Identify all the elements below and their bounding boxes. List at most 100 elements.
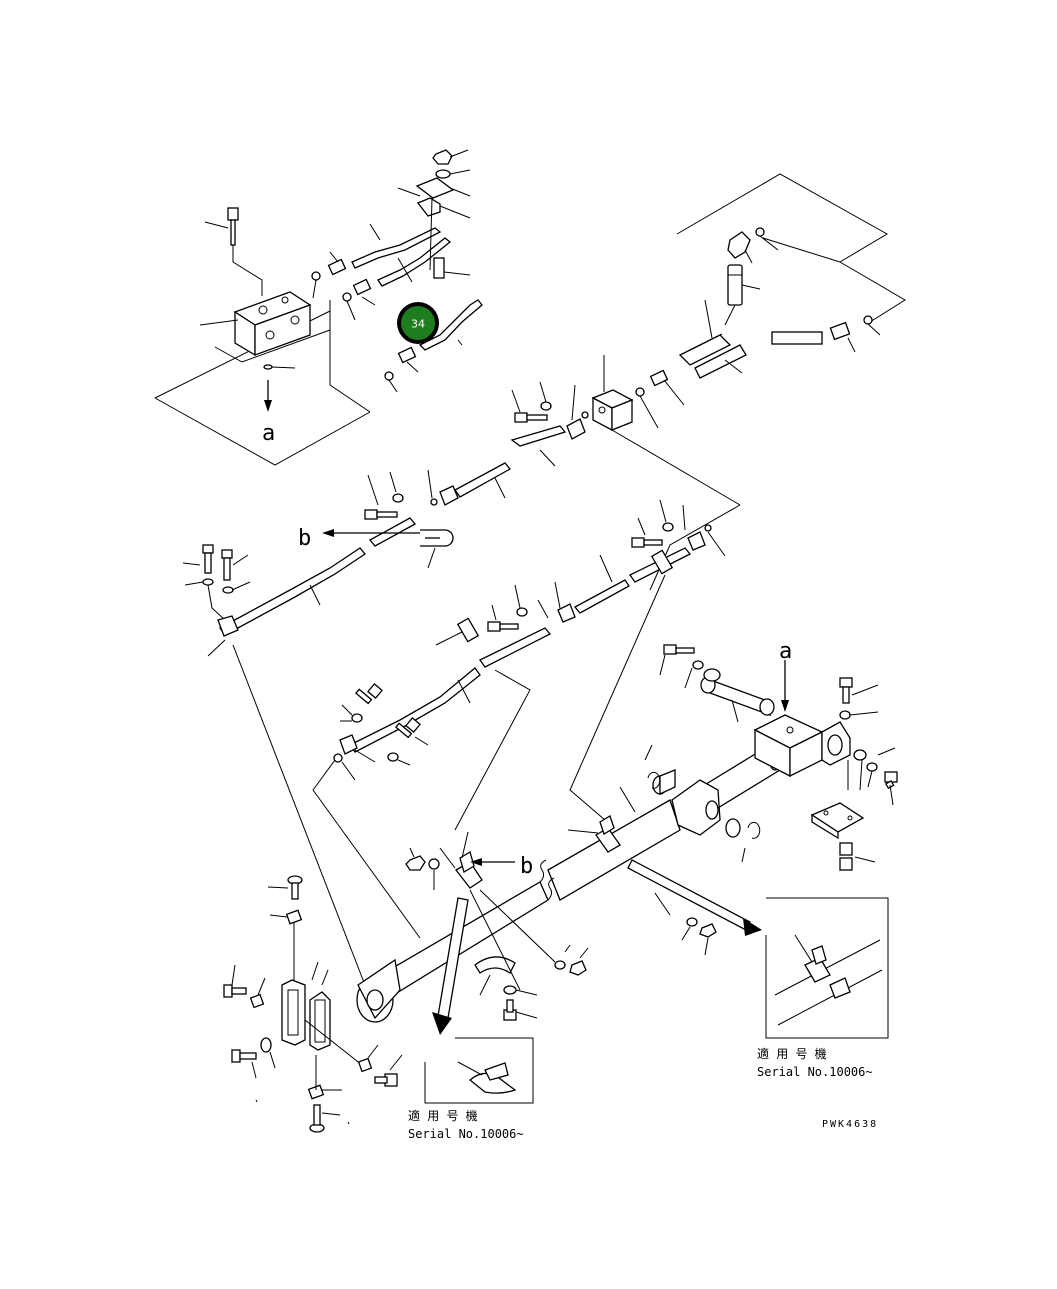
washer[interactable] [692,660,704,670]
hose[interactable] [694,344,747,379]
bushing[interactable] [725,818,741,838]
flange[interactable] [439,485,459,506]
clamp-band[interactable] [474,956,516,974]
flange[interactable] [566,418,586,440]
flange[interactable] [557,603,576,623]
fitting[interactable] [327,258,347,276]
tube[interactable] [219,517,417,636]
nut[interactable] [405,855,426,871]
washer[interactable] [260,1037,272,1053]
bolt[interactable] [884,771,898,790]
bolt[interactable] [487,621,519,632]
bolt[interactable] [227,207,239,246]
cylinder-tube[interactable] [371,799,681,1003]
nut[interactable] [357,1057,373,1073]
cylinder-head[interactable] [356,958,401,1023]
u-bolt[interactable] [420,529,454,547]
o-ring[interactable] [384,371,394,381]
o-ring[interactable] [430,498,438,506]
washer[interactable] [662,522,674,532]
flange[interactable] [687,531,706,551]
nut[interactable] [307,1084,325,1100]
bolt[interactable] [309,1104,325,1133]
hose-fitting[interactable] [727,264,743,306]
o-ring[interactable] [311,271,321,281]
fitting[interactable] [397,346,417,364]
snap-ring[interactable] [647,771,761,839]
tube[interactable] [349,627,552,753]
pin[interactable] [700,676,775,717]
washer[interactable] [387,752,399,762]
clamp-detail[interactable] [468,1062,517,1094]
nut[interactable] [432,149,453,165]
bolt[interactable] [663,644,695,655]
washer[interactable] [554,960,566,970]
o-ring[interactable] [333,753,343,763]
bolt[interactable] [374,1073,398,1087]
bolt[interactable] [395,717,421,739]
hose[interactable] [678,333,732,366]
tube[interactable] [573,547,692,614]
fitting[interactable] [649,369,669,387]
valve-block[interactable] [233,291,312,357]
washer[interactable] [351,713,363,723]
washer[interactable] [392,493,404,503]
o-ring[interactable] [342,292,352,302]
bolt[interactable] [631,537,663,548]
bracket-plate[interactable] [281,979,331,1051]
fitting[interactable] [352,278,372,296]
washer[interactable] [516,607,528,617]
clamp[interactable] [595,815,621,853]
nut[interactable] [249,993,265,1009]
bolt[interactable] [202,544,214,574]
clamp-detail[interactable] [804,945,851,999]
callout-34[interactable]: 34 [397,302,439,344]
o-ring[interactable] [863,315,873,325]
nut[interactable] [699,923,717,938]
plate[interactable] [703,668,721,682]
tube[interactable] [454,425,567,498]
o-ring[interactable] [635,387,645,397]
o-ring[interactable] [755,227,765,237]
mounting-pad[interactable] [810,802,865,840]
fitting[interactable] [829,321,851,341]
o-ring[interactable] [704,524,712,532]
clamp-plate[interactable] [415,177,455,199]
hose[interactable] [377,237,452,287]
bolt[interactable] [231,1049,257,1063]
bolt[interactable] [364,509,398,520]
elbow-fitting[interactable] [727,231,751,259]
hose-fitting[interactable] [771,331,823,345]
trunnion[interactable] [671,779,721,836]
hose[interactable] [418,299,483,351]
bolt[interactable] [287,875,303,900]
bushing[interactable] [652,769,676,796]
clamp[interactable] [650,549,674,575]
washer[interactable] [839,710,851,720]
bolt[interactable] [503,999,517,1021]
washer[interactable] [853,749,878,772]
o-ring[interactable] [581,411,589,419]
clamp[interactable] [456,617,480,643]
washer[interactable] [686,917,698,927]
washer[interactable] [428,858,440,870]
washer[interactable] [202,578,234,594]
washer[interactable] [540,401,552,411]
nut[interactable] [285,909,303,925]
bolt[interactable] [514,412,548,423]
flange[interactable] [217,615,239,637]
rod-eye-block[interactable] [753,714,851,778]
nut-stack[interactable] [839,842,853,871]
bolt[interactable] [223,984,247,998]
clamp[interactable] [455,851,483,889]
washer[interactable] [435,169,451,179]
bolt[interactable] [221,549,233,581]
connector-block[interactable] [591,389,634,432]
nut[interactable] [569,960,587,976]
washer[interactable] [503,985,517,995]
clamp[interactable] [433,257,445,279]
hose[interactable] [351,227,442,269]
clamp-bracket[interactable] [416,197,441,217]
bolt[interactable] [839,677,853,704]
flange[interactable] [339,734,358,755]
